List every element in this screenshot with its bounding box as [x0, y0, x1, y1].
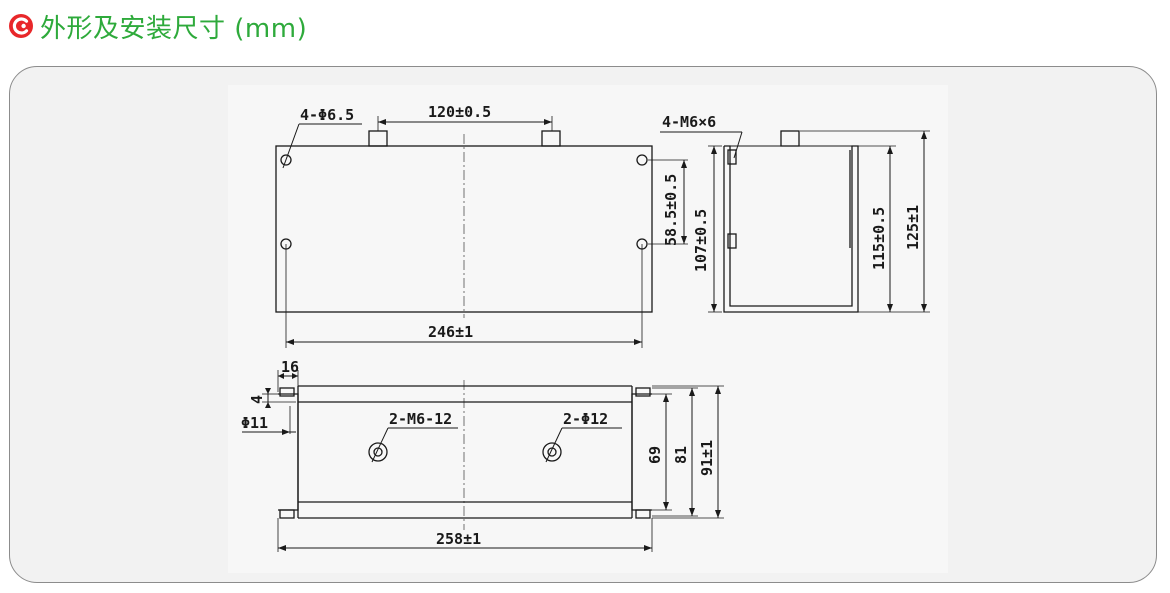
front-body-outline: [275, 145, 653, 313]
front-mount-hole: [280, 154, 292, 166]
flange-width-label: 16: [281, 358, 299, 376]
front-terminal-left: [368, 130, 388, 147]
mid-depth-label: 81: [672, 446, 690, 464]
body-height-label: 115±0.5: [870, 207, 888, 270]
front-view: [275, 116, 688, 348]
overall-length-label: 258±1: [436, 530, 481, 548]
side-terminal: [780, 130, 800, 147]
section-title: 外形及安装尺寸 (mm): [40, 13, 308, 44]
total-depth-label: 91±1: [698, 440, 716, 476]
overall-width-label: 246±1: [428, 323, 473, 341]
bottom-hole-spec-label: 2-Φ12: [563, 410, 608, 428]
terminal-spacing-label: 120±0.5: [428, 103, 491, 121]
bottom-thread-spec-label: 2-M6-12: [389, 410, 452, 428]
side-thread-spec-label: 4-M6×6: [662, 113, 716, 131]
drawing-background: [228, 85, 948, 573]
hole-diameter-label: Φ11: [241, 414, 268, 432]
side-channel-outline: [723, 145, 859, 313]
bottom-view: [242, 370, 724, 552]
total-height-label: 125±1: [904, 205, 922, 250]
brand-c-icon: [9, 14, 33, 38]
front-hole-spec-label: 4-Φ6.5: [300, 106, 354, 124]
front-terminal-right: [541, 130, 561, 147]
front-mount-hole: [636, 154, 648, 166]
inner-depth-label: 69: [646, 446, 664, 464]
hole-pitch-label: 58.5±0.5: [662, 174, 680, 246]
inner-height-label: 107±0.5: [692, 209, 710, 272]
side-view: [660, 130, 930, 313]
flange-thickness-label: 4: [248, 395, 266, 404]
bottom-left-flange: [278, 393, 299, 511]
bottom-thread-hole: [368, 442, 388, 462]
drawing-panel: [9, 66, 1157, 583]
section-header: 外形及安装尺寸 (mm): [8, 6, 307, 46]
bottom-through-hole: [542, 442, 562, 462]
